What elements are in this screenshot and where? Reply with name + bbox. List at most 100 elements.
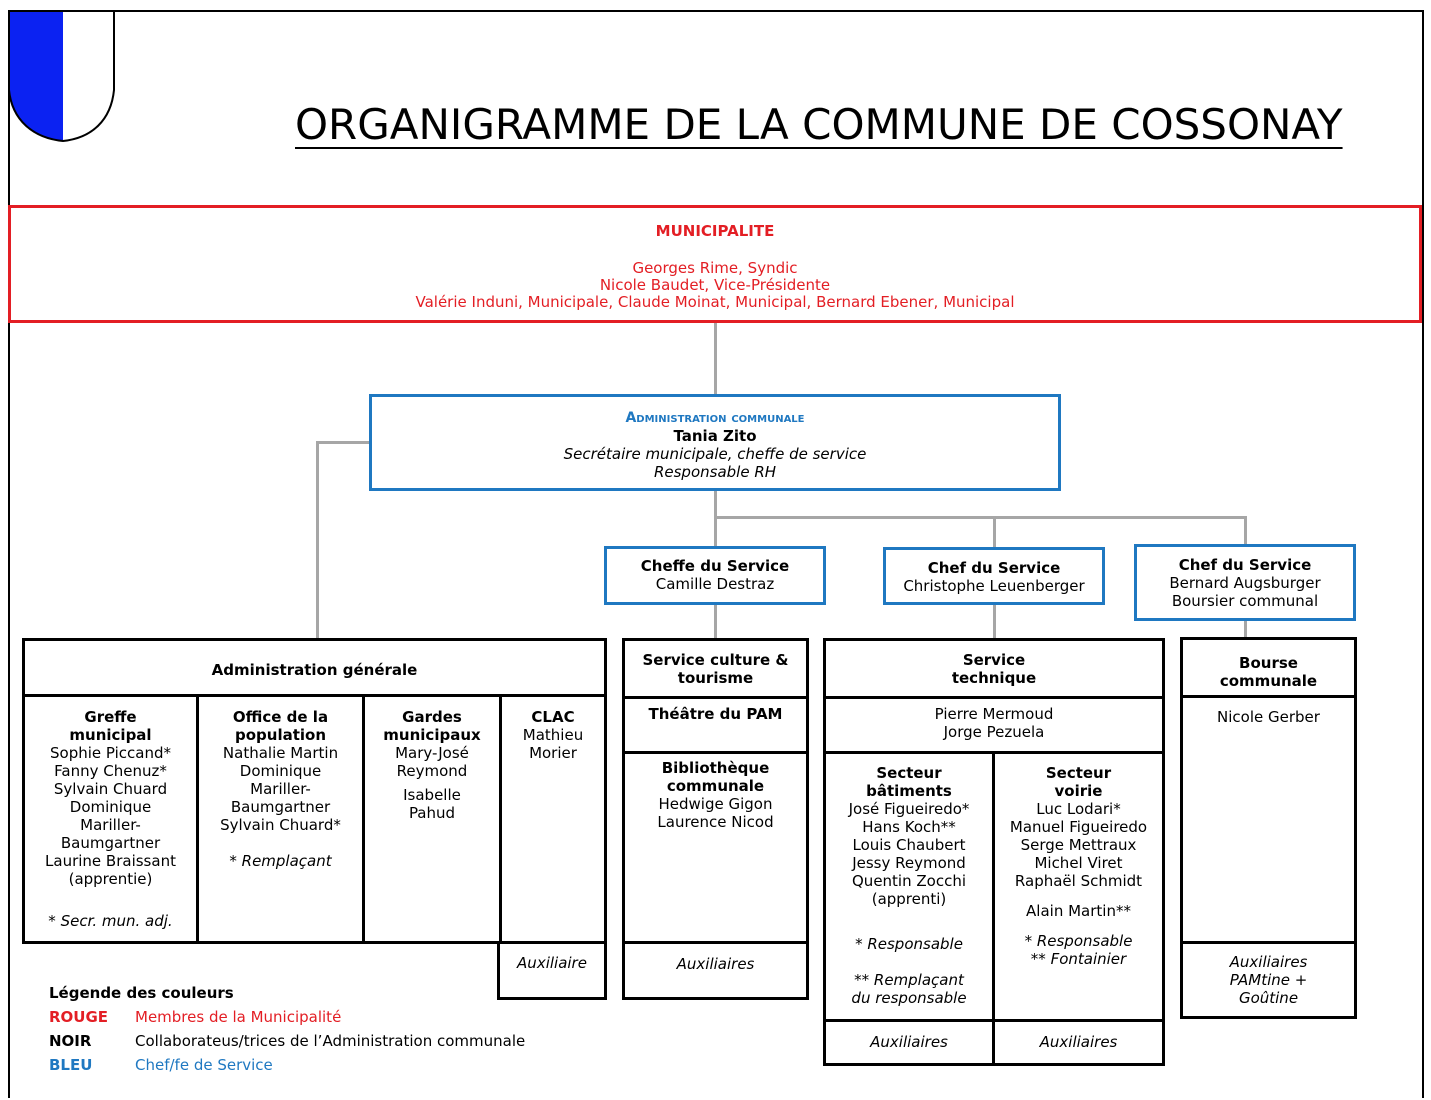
- culture-biblio-title: communale: [666, 777, 765, 795]
- gardes-member: Isabelle: [403, 786, 461, 804]
- municipalite-heading: MUNICIPALITE: [655, 222, 775, 240]
- administration-name: Tania Zito: [673, 427, 757, 445]
- voirie-member: Raphaël Schmidt: [1014, 872, 1143, 890]
- divider: [362, 697, 365, 941]
- administration-heading: Administration communale: [625, 410, 805, 426]
- connector-line: [1244, 516, 1247, 546]
- gardes-title: municipaux: [383, 726, 481, 744]
- bourse-footer: PAMtine +: [1229, 971, 1308, 989]
- technique-box: Service technique Pierre Mermoud Jorge P…: [823, 638, 1165, 1066]
- clac-footer: Auxiliaire: [517, 954, 587, 972]
- municipalite-members: Valérie Induni, Municipale, Claude Moina…: [415, 293, 1015, 311]
- administration-box: Administration communale Tania Zito Secr…: [369, 394, 1061, 491]
- batiments-note: ** Remplaçant: [854, 971, 964, 989]
- divider: [1183, 941, 1354, 944]
- greffe-note: * Secr. mun. adj.: [48, 912, 173, 930]
- culture-footer: Auxiliaires: [676, 955, 755, 973]
- voirie-title: Secteur: [1045, 764, 1112, 782]
- chef-technique-name: Christophe Leuenberger: [903, 577, 1085, 595]
- technique-heading: Service: [962, 651, 1026, 669]
- greffe-title: municipal: [69, 726, 152, 744]
- connector-line: [714, 603, 717, 639]
- batiments-title: bâtiments: [866, 782, 952, 800]
- gardes-member: Pahud: [408, 804, 456, 822]
- chef-culture-box: Cheffe du Service Camille Destraz: [604, 546, 826, 605]
- voirie-note: * Responsable: [1024, 932, 1133, 950]
- divider: [826, 751, 1162, 754]
- municipalite-box: MUNICIPALITE Georges Rime, Syndic Nicole…: [8, 205, 1422, 323]
- batiments-title: Secteur: [876, 764, 942, 782]
- divider: [826, 1019, 1162, 1022]
- connector-line: [316, 441, 372, 444]
- clac-member: Morier: [529, 744, 577, 762]
- culture-biblio-title: Bibliothèque: [661, 759, 770, 777]
- technique-heading: technique: [951, 669, 1037, 687]
- municipalite-syndic: Georges Rime, Syndic: [632, 259, 798, 277]
- chef-bourse-extra: Boursier communal: [1171, 592, 1319, 610]
- divider: [625, 751, 806, 754]
- office-member: Dominique: [239, 762, 322, 780]
- connector-line: [316, 441, 319, 640]
- legend-label-red: Membres de la Municipalité: [135, 1008, 342, 1026]
- gardes-title: Gardes: [402, 708, 462, 726]
- voirie-member: Serge Mettraux: [1020, 836, 1137, 854]
- divider: [25, 694, 604, 697]
- batiments-note: * Responsable: [855, 935, 963, 953]
- office-title: population: [234, 726, 327, 744]
- municipalite-vice: Nicole Baudet, Vice-Présidente: [599, 276, 831, 294]
- bourse-footer: Goûtine: [1238, 989, 1299, 1007]
- culture-member: Hedwige Gigon: [658, 795, 773, 813]
- voirie-footer: Auxiliaires: [1039, 1033, 1118, 1051]
- page-title: ORGANIGRAMME DE LA COMMUNE DE COSSONAY: [295, 100, 1343, 149]
- chef-technique-title: Chef du Service: [927, 559, 1061, 577]
- connector-line: [714, 489, 717, 549]
- connector-line: [714, 516, 1247, 519]
- legend-title: Légende des couleurs: [49, 984, 234, 1002]
- office-column: Office de la population Nathalie Martin …: [199, 708, 362, 870]
- divider: [826, 696, 1162, 699]
- clac-title: CLAC: [531, 708, 575, 726]
- batiments-member: Quentin Zocchi: [852, 872, 966, 890]
- chef-culture-name: Camille Destraz: [655, 575, 775, 593]
- legend-key-black: NOIR: [49, 1032, 92, 1050]
- office-member: Baumgartner: [230, 798, 331, 816]
- legend-key-blue: BLEU: [49, 1056, 93, 1074]
- clac-member: Mathieu: [522, 726, 584, 744]
- greffe-member: Dominique: [69, 798, 152, 816]
- batiments-column: Secteur bâtiments José Figueiredo* Hans …: [826, 764, 992, 1007]
- culture-member: Laurence Nicod: [657, 813, 774, 831]
- culture-theatre: Théâtre du PAM: [648, 705, 783, 723]
- technique-staff: Pierre Mermoud: [934, 705, 1054, 723]
- gardes-member: Mary-José: [395, 744, 469, 762]
- connector-line: [993, 516, 996, 549]
- chef-culture-title: Cheffe du Service: [640, 557, 790, 575]
- batiments-member: Louis Chaubert: [852, 836, 966, 854]
- gardes-member: Reymond: [396, 762, 468, 780]
- voirie-title: voirie: [1054, 782, 1103, 800]
- connector-line: [714, 322, 717, 396]
- connector-line: [993, 603, 996, 639]
- page-frame: [8, 10, 1424, 1098]
- bourse-member: Nicole Gerber: [1217, 708, 1320, 726]
- greffe-member: (apprentie): [68, 870, 153, 888]
- voirie-member: Alain Martin**: [1026, 902, 1131, 920]
- legend-label-blue: Chef/fe de Service: [135, 1056, 273, 1074]
- divider: [499, 697, 502, 941]
- greffe-member: Mariller-: [80, 816, 141, 834]
- chef-bourse-name: Bernard Augsburger: [1169, 574, 1321, 592]
- voirie-column: Secteur voirie Luc Lodari* Manuel Figuei…: [995, 764, 1162, 968]
- office-member: Nathalie Martin: [222, 744, 339, 762]
- voirie-member: Manuel Figueiredo: [1009, 818, 1148, 836]
- culture-heading: Service culture &: [642, 651, 789, 669]
- batiments-member: Jessy Reymond: [852, 854, 966, 872]
- batiments-member: José Figueiredo*: [848, 800, 970, 818]
- administration-role: Secrétaire municipale, cheffe de service: [563, 445, 867, 463]
- greffe-member: Baumgartner: [60, 834, 161, 852]
- greffe-column: Greffe municipal Sophie Piccand* Fanny C…: [25, 708, 196, 888]
- legend-label-black: Collaborateus/trices de l’Administration…: [135, 1032, 526, 1050]
- chef-bourse-box: Chef du Service Bernard Augsburger Bours…: [1134, 544, 1356, 621]
- chef-technique-box: Chef du Service Christophe Leuenberger: [883, 547, 1105, 605]
- greffe-title: Greffe: [84, 708, 137, 726]
- divider: [625, 696, 806, 699]
- greffe-member: Fanny Chenuz*: [54, 762, 167, 780]
